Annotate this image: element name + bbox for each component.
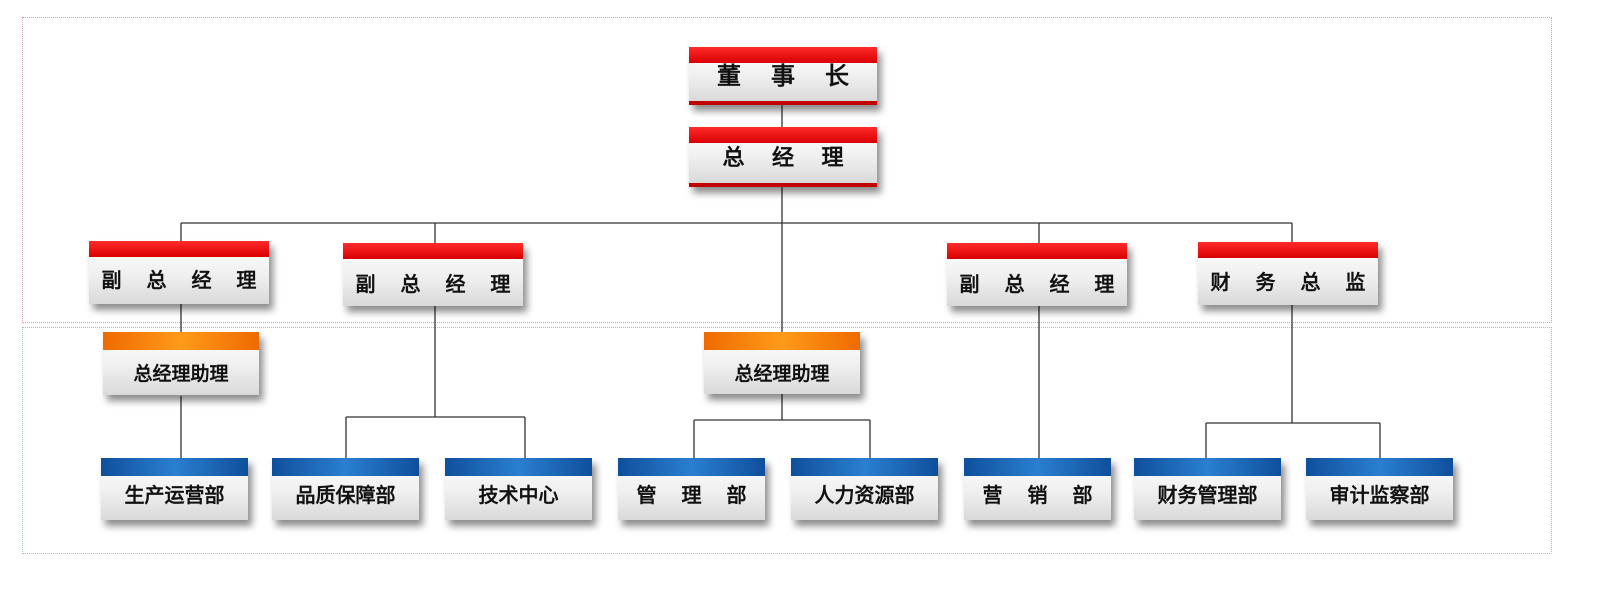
node-header-bar (791, 458, 938, 476)
node-dept-audit-supervision: 审计监察部 (1306, 458, 1453, 520)
node-dept-management: 管 理 部 (618, 458, 765, 520)
node-header-bar (101, 458, 248, 476)
node-label: 营 销 部 (982, 483, 1102, 507)
node-header-bar (689, 47, 877, 63)
node-dept-quality-assurance: 品质保障部 (272, 458, 419, 520)
node-cfo: 财 务 总 监 (1198, 242, 1378, 305)
node-header-bar (1306, 458, 1453, 476)
node-header-bar (1134, 458, 1281, 476)
node-header-bar (689, 127, 877, 143)
node-dept-finance-management: 财务管理部 (1134, 458, 1281, 520)
node-label: 审计监察部 (1329, 483, 1430, 507)
node-chairman: 董 事 长 (689, 47, 877, 105)
node-label: 董 事 长 (717, 62, 860, 90)
node-label: 管 理 部 (636, 483, 756, 507)
node-header-bar (704, 332, 860, 350)
node-header-bar (1198, 242, 1378, 258)
node-assistant-left: 总经理助理 (103, 332, 259, 395)
node-label: 生产运营部 (124, 483, 225, 507)
node-header-bar (89, 241, 269, 257)
node-dept-marketing: 营 销 部 (964, 458, 1111, 520)
node-header-bar (343, 243, 523, 259)
node-dept-tech-center: 技术中心 (445, 458, 592, 520)
node-label: 总 经 理 (722, 146, 854, 171)
node-label: 总经理助理 (133, 363, 229, 385)
department-region (22, 327, 1552, 554)
node-label: 品质保障部 (295, 483, 396, 507)
node-label: 财 务 总 监 (1210, 270, 1375, 294)
node-label: 副 总 经 理 (101, 268, 266, 292)
node-assistant-center: 总经理助理 (704, 332, 860, 394)
node-label: 副 总 经 理 (355, 272, 520, 296)
node-label: 技术中心 (478, 483, 559, 507)
node-header-bar (445, 458, 592, 476)
node-vp-2: 副 总 经 理 (343, 243, 523, 306)
node-vp-1: 副 总 经 理 (89, 241, 269, 304)
node-header-bar (103, 332, 259, 350)
node-dept-hr-resources: 人力资源部 (791, 458, 938, 520)
node-label: 副 总 经 理 (959, 272, 1124, 296)
node-header-bar (272, 458, 419, 476)
node-dept-production-ops: 生产运营部 (101, 458, 248, 520)
node-general-manager: 总 经 理 (689, 127, 877, 187)
node-label: 总经理助理 (734, 363, 830, 385)
node-vp-3: 副 总 经 理 (947, 243, 1127, 306)
node-header-bar (618, 458, 765, 476)
node-label: 财务管理部 (1157, 483, 1258, 507)
upper-management-region (22, 17, 1552, 323)
node-header-bar (947, 243, 1127, 259)
node-header-bar (964, 458, 1111, 476)
node-label: 人力资源部 (814, 483, 915, 507)
